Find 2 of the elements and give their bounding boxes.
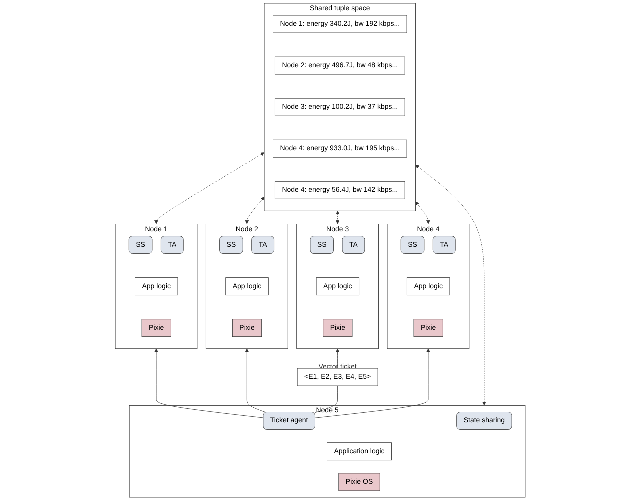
arrow bbox=[336, 210, 340, 224]
connector bbox=[315, 386, 338, 414]
